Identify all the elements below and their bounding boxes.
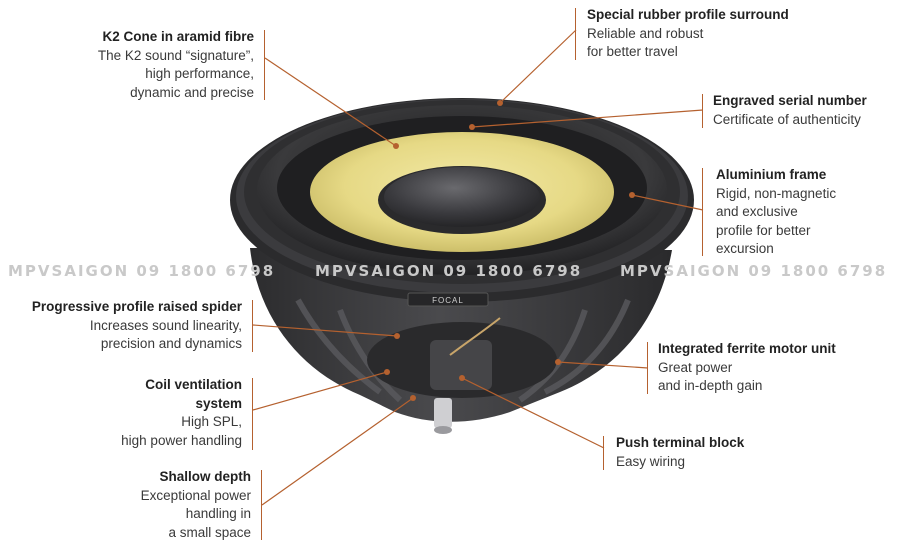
terminal-housing (430, 340, 492, 390)
watermark-2: MPVSAIGON 09 1800 6798 (315, 262, 583, 280)
watermark-3: MPVSAIGON 09 1800 6798 (620, 262, 888, 280)
callout-serial-number: Engraved serial number Certificate of au… (713, 93, 867, 127)
callout-push-terminal: Push terminal block Easy wiring (616, 435, 745, 469)
leader-lines (252, 29, 704, 506)
callout-shallow-depth: Shallow depth Exceptional power handling… (140, 469, 251, 540)
brand-badge (407, 292, 489, 307)
callout-aluminium-frame: Aluminium frame Rigid, non-magnetic and … (716, 167, 837, 256)
callout-title: K2 Cone in aramid fibre (102, 29, 254, 44)
callout-spider: Progressive profile raised spider Increa… (31, 299, 242, 351)
callout-surround: Special rubber profile surround Reliable… (587, 7, 789, 59)
brand-badge-text: FOCAL (432, 296, 464, 305)
anchor-dots (384, 100, 635, 401)
dust-cap (384, 167, 540, 227)
callout-k2-cone: K2 Cone in aramid fibre The K2 sound “si… (97, 29, 254, 100)
callout-coil-ventilation: Coil ventilation system High SPL, high p… (121, 377, 242, 448)
watermark-1: MPVSAIGON 09 1800 6798 (8, 262, 276, 280)
callout-motor-unit: Integrated ferrite motor unit Great powe… (658, 341, 836, 393)
terminal-post (434, 398, 452, 428)
